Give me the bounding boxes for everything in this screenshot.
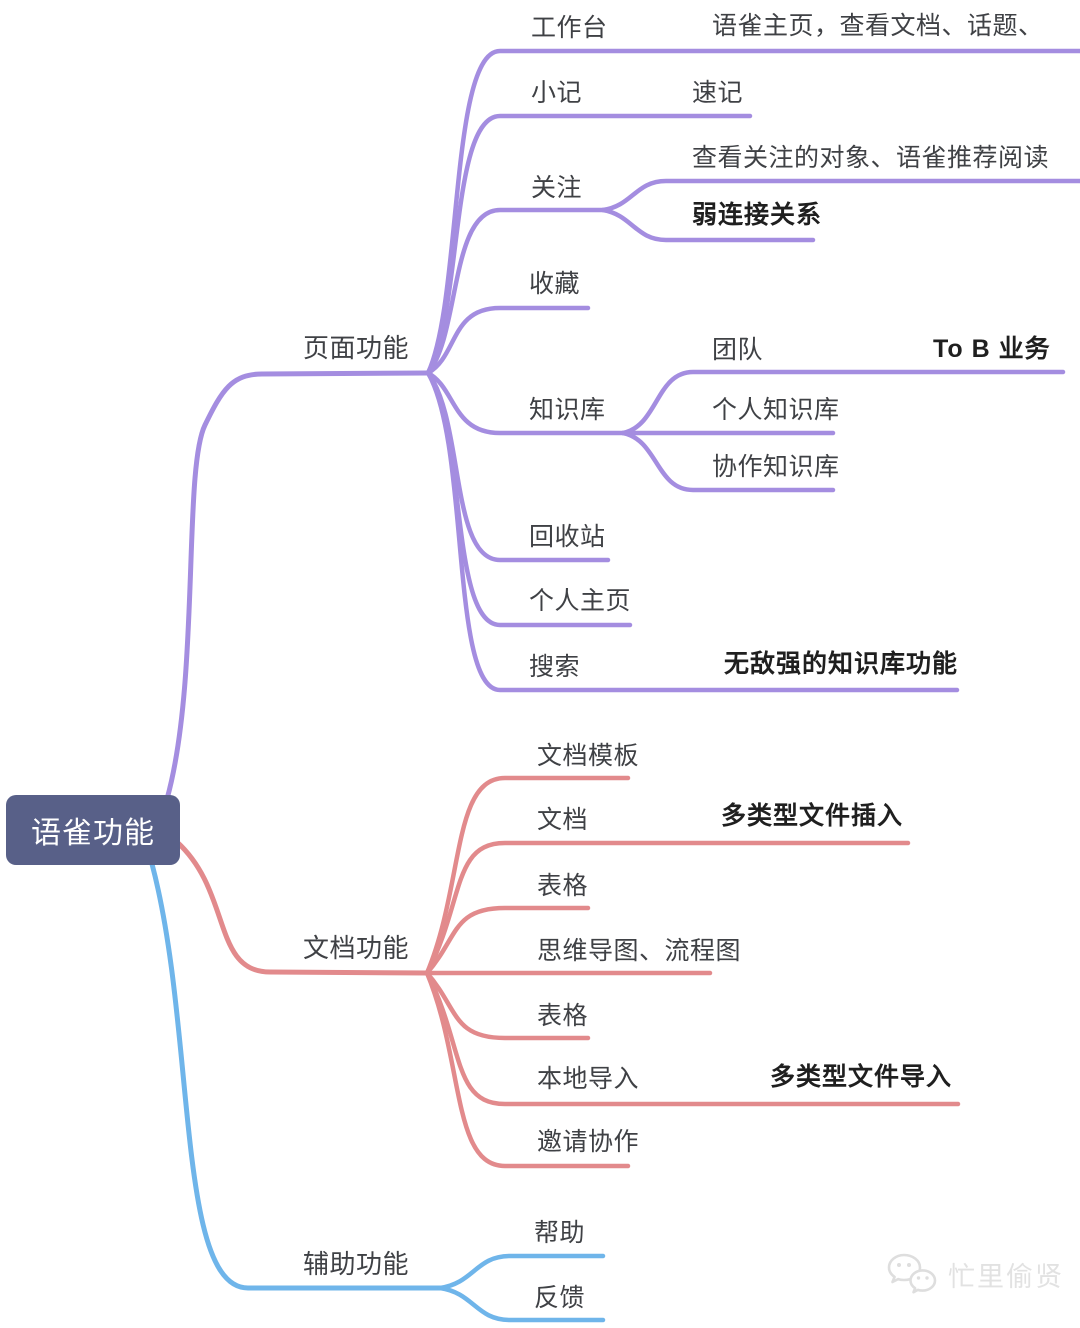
- node-feedback: 反馈: [534, 1284, 586, 1312]
- node-view-followed: 查看关注的对象、语雀推荐阅读: [692, 144, 1050, 172]
- node-document: 文档: [537, 806, 589, 834]
- node-help: 帮助: [534, 1219, 586, 1247]
- node-collab-kb: 协作知识库: [712, 453, 840, 481]
- connector-lines-doc-branch: [174, 775, 961, 1169]
- note-multi-file-import: 多类型文件导入: [770, 1063, 953, 1091]
- node-workbench: 工作台: [531, 14, 608, 42]
- connector-lines-page-branch: [164, 48, 1080, 802]
- node-team: 团队: [712, 336, 764, 364]
- connector-lines-aux-branch: [149, 861, 606, 1323]
- watermark: 忙里偷贤: [886, 1252, 1064, 1296]
- node-sheet-1: 表格: [537, 872, 589, 900]
- node-local-import: 本地导入: [537, 1065, 640, 1093]
- note-workbench-desc: 语雀主页，查看文档、话题、: [712, 12, 1044, 40]
- node-knowledge-base: 知识库: [529, 396, 606, 424]
- node-invite-collaboration: 邀请协作: [537, 1128, 640, 1156]
- node-personal-homepage: 个人主页: [529, 587, 632, 615]
- node-personal-kb: 个人知识库: [712, 396, 840, 424]
- branch-aux-features: 辅助功能: [303, 1249, 410, 1279]
- node-doc-template: 文档模板: [537, 742, 640, 770]
- node-mindmap-flowchart: 思维导图、流程图: [537, 937, 742, 965]
- root-node-label: 语雀功能: [31, 817, 155, 850]
- watermark-text: 忙里偷贤: [948, 1261, 1064, 1292]
- note-powerful-kb: 无敌强的知识库功能: [724, 650, 959, 678]
- node-favorites: 收藏: [529, 270, 581, 298]
- node-sheet-2: 表格: [537, 1002, 589, 1030]
- node-search: 搜索: [529, 653, 581, 681]
- note-to-b-business: To B 业务: [933, 335, 1051, 363]
- wechat-icon: [887, 1253, 937, 1294]
- root-node-yuque-features: 语雀功能: [6, 795, 180, 865]
- branch-page-features: 页面功能: [303, 333, 410, 363]
- note-multi-file-insert: 多类型文件插入: [721, 802, 904, 830]
- node-recycle-bin: 回收站: [529, 523, 606, 551]
- branch-doc-features: 文档功能: [303, 933, 410, 963]
- note-shorthand: 速记: [692, 79, 744, 107]
- node-follow: 关注: [531, 174, 583, 202]
- node-weak-connection: 弱连接关系: [692, 201, 823, 229]
- node-quick-notes: 小记: [531, 79, 583, 107]
